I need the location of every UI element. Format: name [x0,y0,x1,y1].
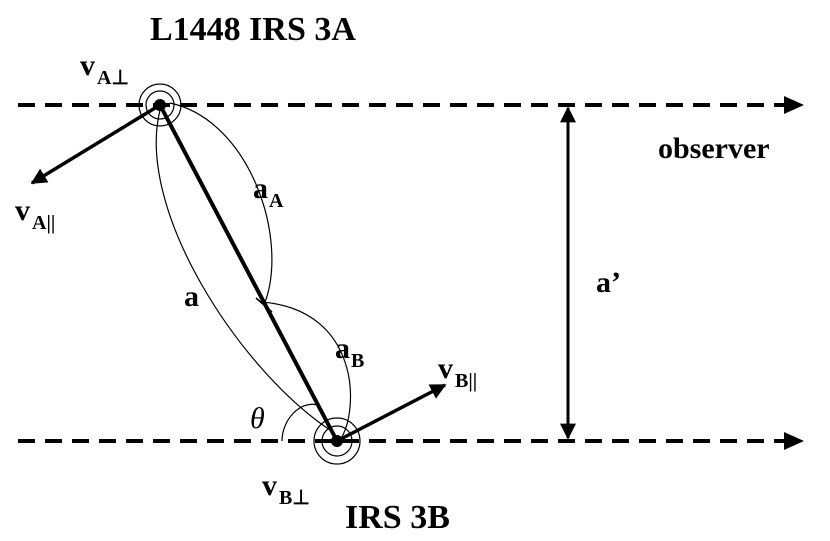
center-of-mass-mark [255,297,273,313]
v-A-parallel-arrow [30,103,161,185]
v-A-par-main: v [15,194,30,227]
a-B-sub: B [351,350,364,372]
v-A-par-sub: A|| [32,212,55,234]
projected-separation-label: a’ [596,266,621,299]
star-b-marker [313,417,361,465]
v-A-perp-sub: A⊥ [97,67,129,89]
v-B-par-main: v [438,352,453,385]
curve-a-A [169,102,273,306]
v-A-perp-main: v [80,49,95,82]
observer-label: observer [658,132,770,165]
v-B-par-sub: B|| [455,370,477,392]
a-A-main: a [253,172,268,205]
separation-line [158,104,339,442]
angle-theta-label: θ [250,402,265,435]
v-B-perp-sub: B⊥ [279,487,310,509]
a-B-main: a [335,332,350,365]
v-B-perp-main: v [262,469,277,502]
star-a-label: L1448 IRS 3A [150,11,356,48]
a-B-label: aB [335,332,364,372]
star-b-label: IRS 3B [345,499,450,536]
v-B-parallel-arrow [336,383,447,443]
star-a-marker [138,83,182,127]
a-A-sub: A [269,190,284,212]
top-dashed-arrowhead-icon [784,96,804,114]
theta-arc [281,403,319,442]
curve-a-B [261,301,352,441]
separation-label: a [184,280,199,313]
curve-a-total [155,109,331,431]
a-A-label: aA [253,172,284,212]
bottom-dashed-arrowhead-icon [784,432,804,450]
